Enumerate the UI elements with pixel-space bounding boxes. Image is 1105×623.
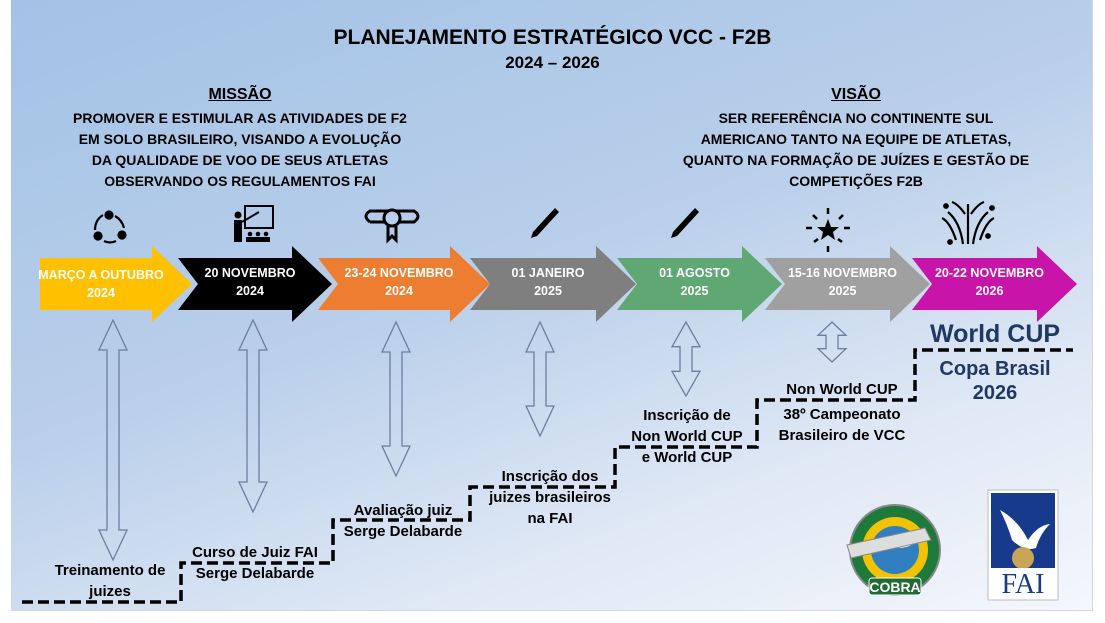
fai-logo: FAI: [987, 489, 1059, 601]
step-text: Avaliação juiz: [353, 502, 453, 519]
step-text: juizes brasileiros: [489, 489, 611, 506]
vision-line: AMERICANO TANTO NA EQUIPE DE ATLETAS,: [700, 131, 1012, 147]
step-text: Inscrição de: [643, 407, 731, 424]
timeline-date: 20 NOVEMBRO: [204, 266, 296, 280]
vision-line: QUANTO NA FORMAÇÃO DE JUÍZES E GESTÃO DE: [682, 152, 1030, 168]
double-arrow-connector: [670, 320, 702, 398]
page-title: PLANEJAMENTO ESTRATÉGICO VCC - F2B: [333, 26, 772, 49]
step-text: Non World CUP: [631, 428, 743, 445]
step-cup-registration: Inscrição de Non World CUP e World CUP: [612, 405, 762, 468]
timeline-year: 2024: [236, 284, 264, 298]
pencil-icon: [671, 208, 699, 238]
step-text: Copa Brasil: [939, 358, 1051, 380]
step-judge-course: Curso de Juiz FAI Serge Delabarde: [170, 542, 340, 584]
timeline-year: 2024: [87, 286, 115, 300]
timeline-date-label: 01 AGOSTO 2025: [620, 264, 770, 300]
vision-heading: VISÃO: [831, 86, 881, 103]
timeline-date: 01 AGOSTO: [659, 266, 730, 280]
timeline-year: 2026: [975, 284, 1004, 298]
step-text: 38º Campeonato: [783, 406, 901, 423]
cobra-logo: COBRA: [846, 504, 941, 596]
mission-line: PROMOVER E ESTIMULAR AS ATIVIDADES DE F2: [73, 110, 407, 126]
step-training: Treinamento de juizes: [20, 560, 200, 602]
diploma-icon: [364, 208, 420, 244]
mission-line: DA QUALIDADE DE VOO DE SEUS ATLETAS: [91, 152, 389, 168]
step-text: Inscrição dos: [501, 468, 599, 485]
step-text: Curso de Juiz FAI: [192, 544, 318, 561]
timeline-date: MARÇO A OUTUBRO: [38, 268, 164, 282]
timeline-date-label: 20-22 NOVEMBRO 2026: [915, 264, 1065, 300]
page-subtitle-years: 2024 – 2026: [505, 53, 600, 72]
timeline-date-label: MARÇO A OUTUBRO 2024: [26, 266, 176, 302]
timeline-date-label: 20 NOVEMBRO 2024: [175, 264, 325, 300]
timeline-arrow: [178, 246, 332, 322]
timeline-date-label: 01 JANEIRO 2025: [473, 264, 623, 300]
timeline-arrow: [912, 246, 1077, 322]
timeline-year: 2025: [534, 284, 562, 298]
cobra-logo-text: COBRA: [869, 579, 920, 595]
fai-logo-text: FAI: [1001, 569, 1044, 600]
mission-heading: MISSÃO: [208, 86, 272, 103]
step-judge-registration: Inscrição dos juizes brasileiros na FAI: [470, 466, 630, 529]
timeline-year: 2024: [385, 284, 413, 298]
double-arrow-connector: [380, 320, 412, 478]
timeline-arrow: [318, 246, 490, 322]
mission-line: OBSERVANDO OS REGULAMENTOS FAI: [104, 173, 376, 189]
timeline-date-label: 15-16 NOVEMBRO 2025: [768, 264, 918, 300]
timeline-date: 15-16 NOVEMBRO: [787, 266, 898, 280]
step-text: Treinamento de: [54, 562, 166, 579]
timeline-arrow: [470, 246, 636, 322]
timeline-date-label: 23-24 NOVEMBRO 2024: [324, 264, 474, 300]
step-text: Serge Delabarde: [343, 523, 463, 540]
vision-line: COMPETIÇÕES F2B: [789, 173, 923, 189]
step-text: juizes: [89, 583, 131, 600]
timeline-arrow: [765, 246, 930, 322]
timeline-year: 2025: [680, 284, 709, 298]
timeline-year: 2025: [828, 284, 857, 298]
step-text: Brasileiro de VCC: [778, 427, 906, 444]
double-arrow-connector: [97, 318, 129, 562]
step-text: Serge Delabarde: [195, 565, 315, 582]
star-burst-icon: [806, 208, 850, 252]
step-text: Non World CUP: [786, 381, 898, 398]
mission-line: EM SOLO BRASILEIRO, VISANDO A EVOLUÇÃO: [78, 131, 402, 147]
double-arrow-connector: [237, 318, 269, 514]
double-arrow-connector: [524, 320, 556, 438]
step-text: e World CUP: [641, 449, 733, 466]
timeline-arrow: [617, 246, 782, 322]
teacher-icon: [234, 205, 274, 242]
vision-line: SER REFERÊNCIA NO CONTINENTE SUL: [718, 110, 994, 126]
step-text: na FAI: [527, 510, 573, 527]
world-cup-label: World CUP: [929, 320, 1061, 348]
timeline-date: 23-24 NOVEMBRO: [344, 266, 454, 280]
mission-text: PROMOVER E ESTIMULAR AS ATIVIDADES DE F2…: [20, 108, 460, 192]
cycle-icon: [93, 210, 127, 244]
timeline-date: 01 JANEIRO: [511, 266, 585, 280]
fireworks-icon: [941, 200, 995, 245]
pencil-icon: [531, 208, 559, 238]
double-arrow-connector: [816, 321, 848, 363]
vision-text: SER REFERÊNCIA NO CONTINENTE SUL AMERICA…: [636, 108, 1076, 192]
timeline-date: 20-22 NOVEMBRO: [934, 266, 1045, 280]
timeline-arrow: [40, 246, 192, 322]
step-text: 2026: [972, 382, 1018, 404]
